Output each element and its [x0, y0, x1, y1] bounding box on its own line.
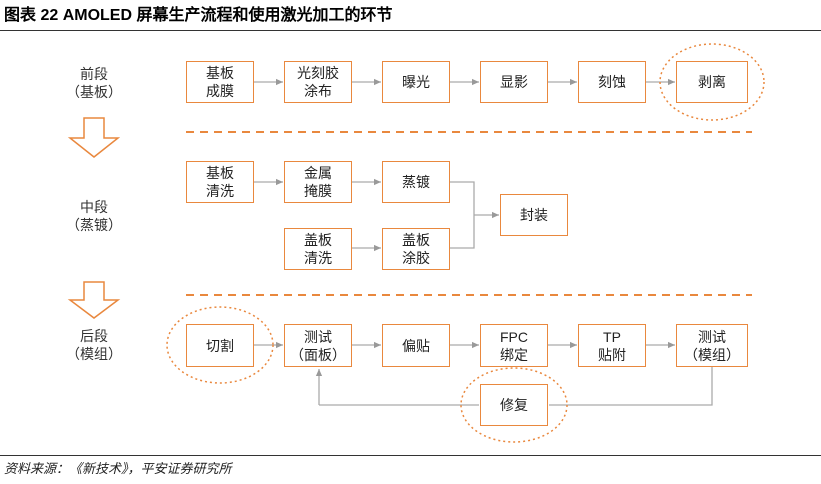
stage-label-back: 后段 （模组）: [66, 328, 122, 362]
stage-label-middle: 中段 （蒸镀）: [66, 199, 122, 233]
step-encapsulation: 封装: [500, 194, 568, 236]
step-exposure: 曝光: [382, 61, 450, 103]
laser-highlight-repair: [460, 367, 568, 443]
step-panel-test: 测试（面板）: [284, 324, 352, 367]
step-polarizer: 偏贴: [382, 324, 450, 367]
step-etching: 刻蚀: [578, 61, 646, 103]
title-divider: [0, 30, 821, 31]
step-substrate-film: 基板成膜: [186, 61, 254, 103]
laser-highlight-stripping: [659, 43, 765, 121]
laser-highlight-cutting: [166, 306, 274, 384]
stage-arrow-2: [67, 281, 121, 319]
step-stripping: 剥离: [676, 61, 748, 103]
connector-module-test-to-repair: [549, 367, 713, 406]
step-module-test: 测试（模组）: [676, 324, 748, 367]
step-cutting: 切割: [186, 324, 254, 367]
step-cover-gluing: 盖板涂胶: [382, 228, 450, 270]
figure-title: 图表 22 AMOLED 屏幕生产流程和使用激光加工的环节: [4, 7, 393, 24]
footer-divider: [0, 455, 821, 456]
step-development: 显影: [480, 61, 548, 103]
step-photoresist-coating: 光刻胶涂布: [284, 61, 352, 103]
step-metal-mask: 金属掩膜: [284, 161, 352, 203]
step-cover-cleaning: 盖板清洗: [284, 228, 352, 270]
connector-to-encapsulation: [450, 181, 475, 249]
stage-label-front: 前段 （基板）: [66, 66, 122, 100]
step-substrate-cleaning: 基板清洗: [186, 161, 254, 203]
stage-arrow-1: [67, 117, 121, 158]
source-note: 资料来源：《新技术》，平安证券研究所: [4, 461, 232, 476]
step-repair: 修复: [480, 384, 548, 426]
step-evaporation: 蒸镀: [382, 161, 450, 203]
